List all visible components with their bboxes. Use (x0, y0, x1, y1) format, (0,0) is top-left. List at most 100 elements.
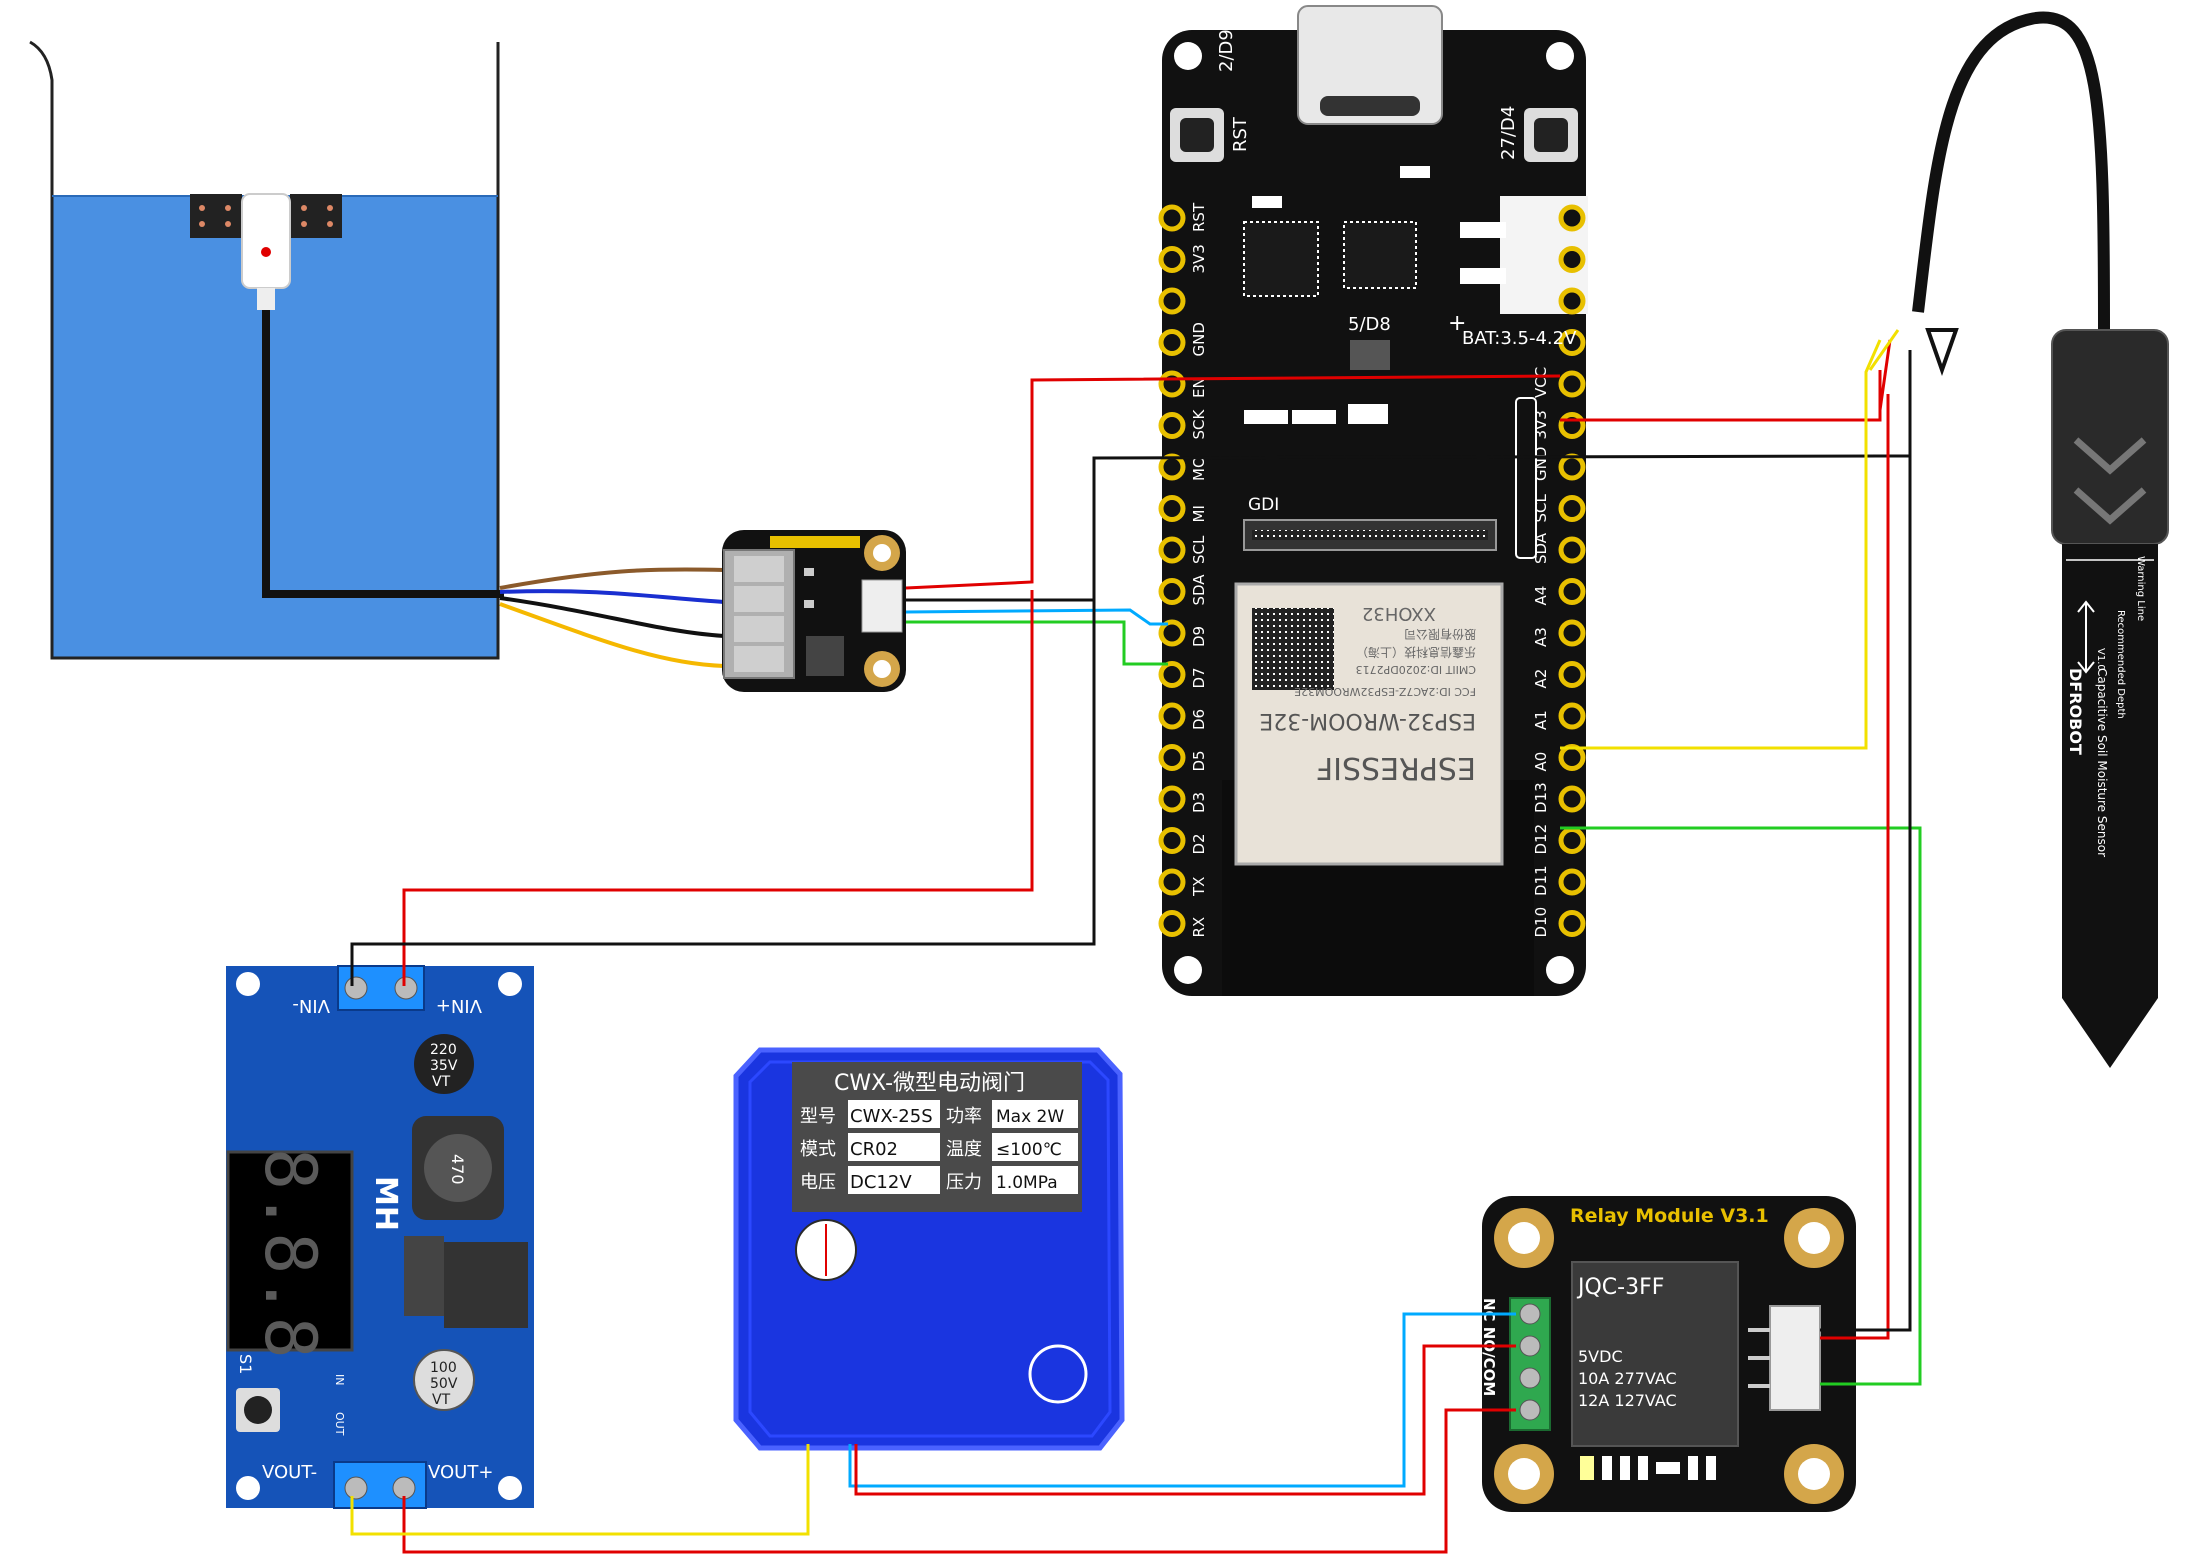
brand-label: MH (368, 1176, 403, 1231)
usb-left-label: 2/D9 (1216, 29, 1237, 72)
wire-relay-no-red (854, 1344, 1516, 1496)
valve-title: CWX-微型电动阀门 (834, 1071, 1025, 1096)
esp32-right-pin-label: A2 (1532, 669, 1550, 689)
probe-blade (2062, 544, 2158, 1068)
relay-spec1: 5VDC (1578, 1347, 1623, 1366)
display-digits: 8.8.8 (249, 1148, 331, 1359)
s1-label: S1 (236, 1354, 255, 1374)
esp32-left-pin-label: D3 (1190, 792, 1208, 813)
relay-part: JQC-3FF (1576, 1275, 1664, 1300)
valve-spec-k2: 温度 (946, 1139, 982, 1160)
esp32-left-pin (1158, 370, 1186, 398)
esp32-left-pin (1158, 453, 1186, 481)
wire-relay-signal (1560, 826, 1922, 1386)
esp32-left-pin-label: RST (1190, 202, 1208, 232)
esp32-left-pin (1158, 661, 1186, 688)
esp32-right-pin-label: 3V3 (1532, 410, 1550, 439)
wire-relay-nc-blue (848, 1312, 1516, 1488)
esp32-right-pin (1558, 910, 1586, 937)
gdi-label: GDI (1248, 495, 1279, 515)
valve-spec-value-box (992, 1166, 1078, 1194)
cap2-line1: 100 (430, 1360, 457, 1376)
valve-spec-k1: 电压 (800, 1172, 836, 1193)
valve-spec-k2: 功率 (946, 1106, 982, 1127)
beaker-outline (29, 40, 500, 660)
relay-body (1571, 1261, 1739, 1447)
valve-spec-k1: 型号 (800, 1106, 836, 1127)
wire-adapter-vcc (905, 374, 1561, 590)
esp32-right-pin (1558, 495, 1586, 522)
vin-plus-label: VIN+ (436, 995, 482, 1016)
esp32-right-pin (1558, 827, 1586, 854)
wires (350, 329, 1922, 1554)
inductor-label: 470 (448, 1154, 467, 1185)
esp32-right-pin (1558, 702, 1586, 730)
esp32-right-pin-label: A1 (1532, 710, 1550, 730)
relay-spec3: 12A 127VAC (1578, 1391, 1677, 1410)
esp32-left-pin-label: TX (1190, 877, 1208, 897)
esp32-right-pin-label: D10 (1532, 907, 1550, 938)
module-code: XXOH32 (1362, 603, 1436, 624)
esp32-right-pin-label: A4 (1532, 586, 1550, 606)
wire-probe-yellow (1868, 329, 1900, 371)
sensor-cable (262, 310, 504, 598)
vin-minus-label: VIN- (292, 995, 330, 1016)
valve-spec-value-box (848, 1166, 940, 1194)
esp32-left-pin (1158, 868, 1186, 896)
d4-button-label: 27/D4 (1498, 106, 1519, 160)
esp32-left-pin-label: D7 (1190, 667, 1208, 688)
esp32-right-pin (1558, 329, 1586, 356)
module-maker1: 乐鑫信息科技（上海） (1356, 645, 1476, 660)
probe-desc: Capacitive Soil Moisture Sensor (2095, 668, 2109, 857)
buck-converter: VIN- VIN+ VOUT- VOUT+ 220 35V VT 100 50V… (226, 965, 534, 1509)
plus-label: + (1448, 311, 1466, 336)
probe-warning: Warning Line (2135, 556, 2146, 621)
esp32-board (1162, 5, 1588, 996)
esp32-left-pin-label: SCL (1190, 535, 1208, 564)
esp32-left-pin-label: MI (1190, 505, 1208, 522)
esp32-right-pin-label: GND (1532, 447, 1550, 481)
esp32-left-pin-label: 3V3 (1190, 244, 1208, 273)
soil-moisture-probe: Warning Line Recommended Depth Capacitiv… (1912, 11, 2169, 1068)
esp32-left-pin-label: SDA (1190, 574, 1208, 606)
wire-esp32-vin-minus (350, 600, 1096, 986)
wire-probe-gnd (1880, 350, 1912, 458)
esp32-left-pin (1158, 329, 1186, 356)
wire-adapter-d9 (905, 608, 1168, 626)
in-label: IN (333, 1374, 346, 1385)
esp32-left-pin (1158, 246, 1186, 273)
valve-spec-v2: Max 2W (996, 1107, 1064, 1127)
module-model: ESP32-WROOM-32E (1259, 708, 1476, 733)
esp32-left-pin-label: D5 (1190, 750, 1208, 771)
esp32-right-pin-label: SCL (1532, 494, 1550, 523)
esp32-right-pin (1558, 287, 1586, 315)
valve-spec-k1: 模式 (800, 1139, 836, 1160)
esp32-right-pin (1558, 412, 1586, 439)
esp32-left-pin (1158, 204, 1186, 232)
valve-spec-v2: ≤100℃ (996, 1140, 1062, 1160)
esp32-right-pin-label: A0 (1532, 752, 1550, 772)
module-maker2: 股份有限公司 (1404, 627, 1476, 641)
sensor-adapter-board (722, 530, 906, 692)
water-beaker (29, 40, 504, 660)
wire-probe-a0 (1560, 339, 1882, 750)
esp32-left-pin-label: D6 (1190, 709, 1208, 730)
probe-brand: DFROBOT (2066, 668, 2085, 755)
esp32-right-pin (1558, 370, 1586, 398)
usb-c-port[interactable] (1297, 5, 1443, 125)
wire-esp32-vin-plus (402, 590, 1034, 986)
module-cmiit: CMIIT ID:2020DP2713 (1356, 663, 1476, 676)
wire-adapter-d7 (906, 620, 1168, 666)
cap1-line2: 35V (430, 1058, 458, 1074)
valve-spec-k2: 压力 (946, 1172, 982, 1193)
esp32-right-pin-label: SDA (1532, 532, 1550, 564)
valve-spec-v2: 1.0MPa (996, 1173, 1058, 1193)
esp32-right-pin (1558, 204, 1586, 232)
esp32-right-pin-label: A3 (1532, 627, 1550, 647)
esp32-right-pin-label: D11 (1532, 865, 1550, 896)
cap2-line2: 50V (430, 1376, 458, 1392)
esp32-left-pin (1158, 536, 1186, 564)
relay-title: Relay Module V3.1 (1570, 1205, 1769, 1227)
